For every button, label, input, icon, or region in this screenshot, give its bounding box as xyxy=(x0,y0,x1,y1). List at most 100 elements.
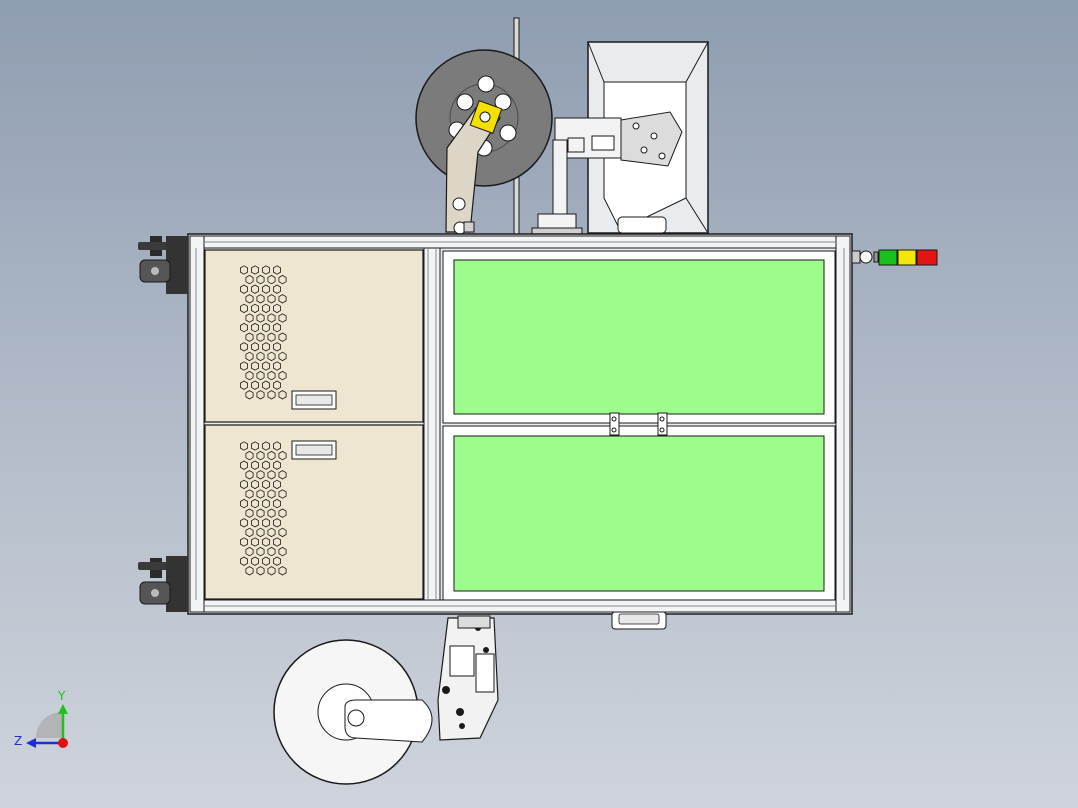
vent-hole xyxy=(261,556,271,566)
vent-hole xyxy=(239,380,249,390)
applicator-bolt xyxy=(456,708,464,716)
hopper-edge xyxy=(685,197,709,234)
lower-vent-pattern xyxy=(239,441,287,576)
vent-hole xyxy=(267,470,276,480)
vent-hole xyxy=(256,351,265,362)
vent-hole xyxy=(250,303,260,314)
applicator-guide xyxy=(475,653,495,693)
vent-hole xyxy=(239,556,249,566)
upper-handle-recess xyxy=(295,394,333,406)
hopper-edge xyxy=(587,41,605,83)
vent-hole xyxy=(278,313,287,323)
vent-hole xyxy=(278,370,287,381)
yellow-signal-light xyxy=(897,249,917,266)
vent-hole xyxy=(261,518,271,528)
axis-triad: Y Z xyxy=(14,689,68,748)
vent-hole xyxy=(267,294,276,304)
vent-hole xyxy=(250,441,260,451)
vent-hole xyxy=(245,508,254,518)
vent-hole xyxy=(250,380,260,390)
hinge-screw xyxy=(659,416,665,422)
vent-hole xyxy=(245,527,254,538)
bottom-reel-assembly xyxy=(273,615,499,785)
vent-hole xyxy=(261,361,271,371)
vent-hole xyxy=(267,351,276,362)
pull-handle-recess xyxy=(618,613,660,625)
vent-hole xyxy=(278,390,287,400)
vent-hole xyxy=(245,470,254,480)
vent-hole xyxy=(267,274,276,285)
vent-hole xyxy=(272,322,282,333)
bracket-bolt xyxy=(632,122,640,130)
vent-hole xyxy=(250,322,260,333)
vent-hole xyxy=(261,498,271,509)
vent-hole xyxy=(250,537,260,547)
vent-hole xyxy=(272,265,282,275)
vent-hole xyxy=(250,284,260,294)
vent-hole xyxy=(256,390,265,400)
vent-hole xyxy=(239,284,249,294)
vent-hole xyxy=(256,450,265,461)
vent-hole xyxy=(272,537,282,547)
vent-hole xyxy=(261,322,271,333)
vent-hole xyxy=(256,489,265,499)
vent-hole xyxy=(245,332,254,342)
vent-hole xyxy=(245,351,254,362)
z-axis-label: Z xyxy=(14,734,22,748)
vent-hole xyxy=(267,527,276,538)
tower-spacer xyxy=(873,251,879,263)
triad-plane xyxy=(36,712,62,738)
vent-hole xyxy=(272,460,282,470)
vent-hole xyxy=(239,537,249,547)
vent-hole xyxy=(272,518,282,528)
axis-origin xyxy=(58,738,68,748)
frame-left-rail xyxy=(189,235,205,613)
vent-hole xyxy=(256,470,265,480)
applicator-bolt xyxy=(442,686,450,694)
door-hinge xyxy=(657,412,668,436)
vent-hole xyxy=(261,284,271,294)
bracket-bolt xyxy=(640,146,648,154)
bracket-bolt xyxy=(658,152,666,160)
green-signal-light xyxy=(878,249,898,266)
hinge-screw xyxy=(611,416,617,422)
vent-hole xyxy=(250,361,260,371)
y-axis-label: Y xyxy=(57,689,66,703)
bracket-bolt xyxy=(650,132,658,140)
vent-hole xyxy=(256,332,265,342)
reel-hole xyxy=(456,93,474,111)
vent-hole xyxy=(267,332,276,342)
vent-hole xyxy=(256,527,265,538)
caster-top xyxy=(138,236,188,294)
post-clamp xyxy=(567,137,585,153)
applicator-bolt xyxy=(459,723,465,729)
vent-hole xyxy=(245,450,254,461)
vent-hole xyxy=(272,284,282,294)
vent-hole xyxy=(272,556,282,566)
vent-hole xyxy=(250,498,260,509)
vent-hole xyxy=(250,342,260,352)
vent-hole xyxy=(261,380,271,390)
vent-hole xyxy=(245,390,254,400)
red-signal-light xyxy=(916,249,938,266)
vent-hole xyxy=(256,566,265,576)
vent-hole xyxy=(267,489,276,499)
frame-center-post xyxy=(423,247,441,601)
reel-hub-bolt xyxy=(479,111,491,123)
hinge-screw xyxy=(611,427,617,433)
vent-hole xyxy=(272,342,282,352)
vent-hole xyxy=(256,546,265,557)
vent-hole xyxy=(278,332,287,342)
caster-axle xyxy=(151,589,159,597)
vent-hole xyxy=(256,274,265,285)
vent-hole xyxy=(239,498,249,509)
mount-slot xyxy=(591,135,615,151)
vent-hole xyxy=(267,370,276,381)
hopper-edge xyxy=(685,41,709,83)
vent-hole xyxy=(239,265,249,275)
arm-hole xyxy=(452,197,466,211)
vent-hole xyxy=(239,518,249,528)
vent-hole xyxy=(250,460,260,470)
vent-hole xyxy=(239,361,249,371)
